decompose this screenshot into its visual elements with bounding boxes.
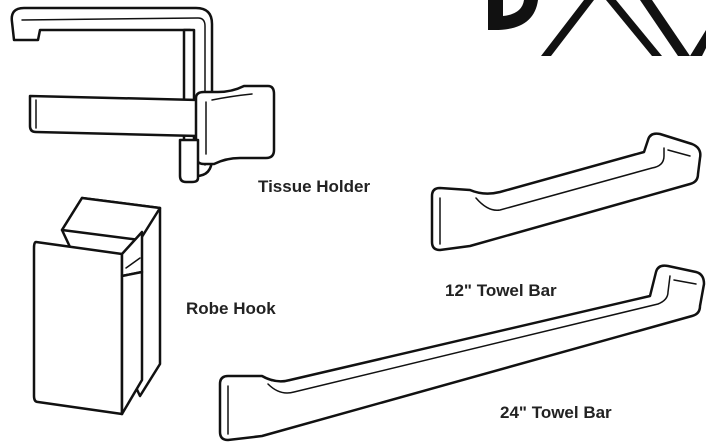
tissue-holder-mount-plate <box>178 138 200 184</box>
tissue-holder-label: Tissue Holder <box>258 177 371 196</box>
towel-bar-24-illustration <box>218 264 706 442</box>
logo-v-right <box>690 30 706 56</box>
robe-hook-illustration <box>32 196 162 416</box>
towel-bar-24-label: 24" Towel Bar <box>500 403 612 422</box>
tissue-holder-rear-bar <box>28 94 200 138</box>
tissue-holder-illustration <box>10 6 276 184</box>
towel-bar-12-inner-edge <box>439 147 691 245</box>
towel-bar-24-inner-edge <box>227 275 697 435</box>
towel-bar-12-label: 12" Towel Bar <box>445 281 557 300</box>
towel-bar-12-illustration <box>430 132 702 252</box>
tissue-holder-bracket-inner <box>21 17 206 166</box>
tissue-holder-front-arm-edge <box>205 93 253 155</box>
robe-hook-side-face <box>120 270 144 416</box>
logo-letter-d <box>488 0 538 30</box>
robe-hook-notch-shadow <box>125 257 141 269</box>
logo-v-left <box>640 0 690 56</box>
towel-bar-24-body <box>218 264 706 442</box>
logo-chevron-left <box>541 0 594 56</box>
brand-logo <box>488 0 706 56</box>
robe-hook-top-face <box>60 196 162 242</box>
tissue-holder-front-arm <box>194 84 276 166</box>
robe-hook-label: Robe Hook <box>186 299 276 318</box>
logo-chevron-right <box>606 0 662 56</box>
robe-hook-front-face <box>32 240 124 416</box>
